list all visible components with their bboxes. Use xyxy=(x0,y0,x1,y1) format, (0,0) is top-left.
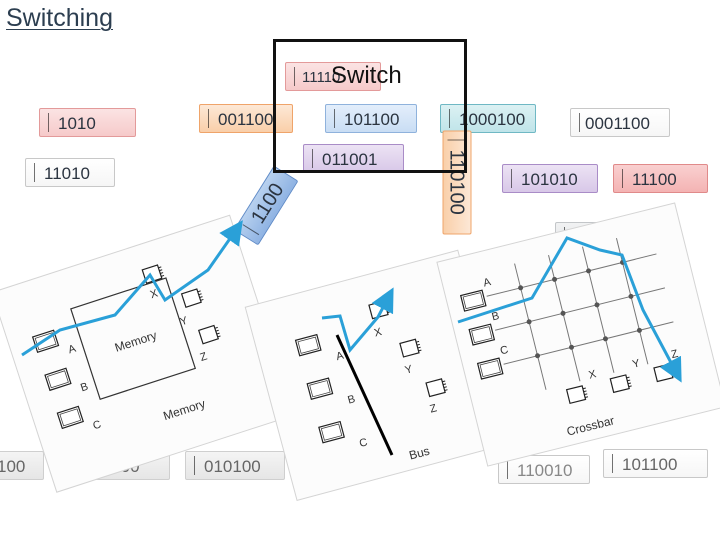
crossbar-figure-panel xyxy=(436,202,720,467)
chip-010100: 010100 xyxy=(185,451,285,480)
chip-11010: 11010 xyxy=(25,158,115,187)
crossbar-out-z: Z xyxy=(670,348,680,361)
switch-highlight-box xyxy=(273,39,467,173)
crossbar-figure: A B C X Y Z Crossbar xyxy=(436,202,720,467)
memory-out-y: Y xyxy=(179,314,190,328)
bus-out-x: X xyxy=(373,326,384,340)
memory-port-c: C xyxy=(91,419,102,433)
crossbar-out-y: Y xyxy=(631,357,642,371)
chip-101010: 101010 xyxy=(502,164,598,193)
bus-port-c: C xyxy=(358,436,369,450)
chip-101100: 101100 xyxy=(325,104,417,133)
chip-11100: 11100 xyxy=(613,164,708,193)
memory-out-x: X xyxy=(149,287,160,301)
crossbar-out-x: X xyxy=(587,368,598,382)
bus-out-y: Y xyxy=(404,363,415,377)
bus-label: Bus xyxy=(408,444,432,463)
bus-port-a: A xyxy=(335,349,346,363)
chip-11110: 11110 xyxy=(285,62,381,91)
switch-label: Switch xyxy=(331,62,402,89)
chip-1010: 1010 xyxy=(39,108,136,137)
bus-out-z: Z xyxy=(429,402,439,415)
crossbar-port-b: B xyxy=(491,310,501,323)
chip-001100: 001100 xyxy=(199,104,293,133)
chip-1000100: 1000100 xyxy=(440,104,536,133)
memory-out-z: Z xyxy=(199,350,209,364)
memory-port-a: A xyxy=(67,342,78,356)
memory-port-b: B xyxy=(79,381,90,395)
bus-path-arrow xyxy=(321,287,394,354)
chip-110010: 110010 xyxy=(498,455,590,484)
crossbar-grid xyxy=(486,238,674,390)
memory-figure-panel xyxy=(0,214,296,493)
bus-line xyxy=(335,334,394,456)
chip-100: 100 xyxy=(0,451,44,480)
bus-figure: A B C X Y Z Bus xyxy=(244,249,511,502)
chip-0001100: 0001100 xyxy=(570,108,670,137)
chip-011001: 011001 xyxy=(303,144,404,173)
memory-block xyxy=(70,277,197,400)
crossbar-port-c: C xyxy=(499,344,510,358)
crossbar-path-arrow xyxy=(457,236,682,383)
chip-101100-bottom: 101100 xyxy=(603,449,708,478)
crossbar-port-a: A xyxy=(482,276,493,290)
slide-title: Switching xyxy=(6,4,113,32)
bus-port-b: B xyxy=(346,393,356,406)
memory-figure: A B C X Y Z Memory Memory xyxy=(0,214,296,493)
memory-path-arrow xyxy=(21,220,243,357)
